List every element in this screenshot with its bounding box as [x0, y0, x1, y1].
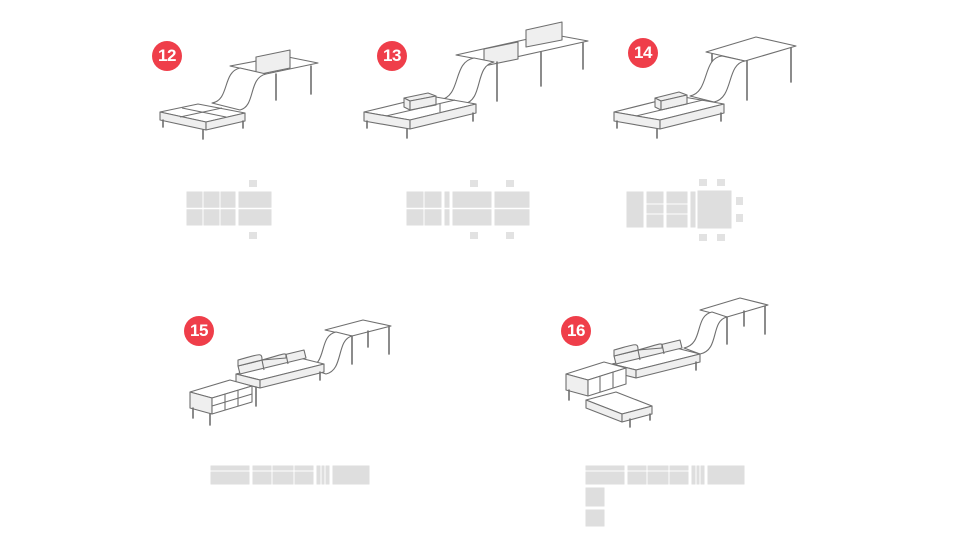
config-16-isometric: [565, 297, 769, 428]
config-15-floorplan: [209, 464, 371, 486]
config-14-isometric: [613, 36, 797, 139]
config-badge-13[interactable]: 13: [377, 41, 407, 71]
config-14-floorplan: [625, 179, 743, 241]
config-15-isometric: [189, 319, 392, 426]
config-12-floorplan: [185, 180, 273, 239]
config-13-floorplan: [405, 180, 531, 239]
config-badge-12[interactable]: 12: [152, 41, 182, 71]
config-16-floorplan: [584, 464, 746, 528]
config-12-isometric: [159, 49, 319, 140]
config-badge-14[interactable]: 14: [628, 38, 658, 68]
config-13-isometric: [363, 21, 589, 139]
config-badge-15[interactable]: 15: [184, 316, 214, 346]
config-badge-16[interactable]: 16: [561, 316, 591, 346]
